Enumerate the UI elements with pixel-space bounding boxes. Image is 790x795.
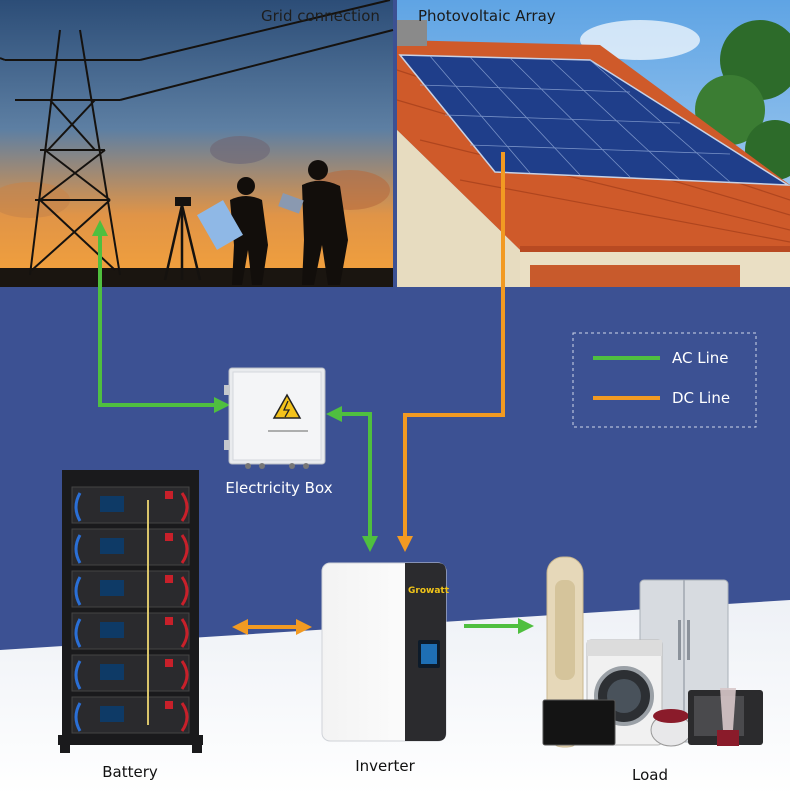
inverter-label: Inverter <box>355 757 415 775</box>
battery-screen <box>100 664 124 680</box>
battery-cable-positive <box>180 576 189 606</box>
battery-cable-negative <box>74 534 82 564</box>
battery-terminal-positive <box>165 575 173 583</box>
inverter-brand-logo: Growatt <box>408 586 450 596</box>
arrow-into-box-right <box>326 406 342 422</box>
battery-screen <box>100 496 124 512</box>
load-appliances <box>542 556 763 748</box>
battery-terminal-positive <box>165 617 173 625</box>
legend-ac-label: AC Line <box>672 349 729 367</box>
battery-cable-positive <box>180 618 189 648</box>
battery-terminal-positive <box>165 659 173 667</box>
pv-photo <box>396 0 790 287</box>
battery-cable-negative <box>74 576 82 606</box>
battery-rack <box>58 470 203 753</box>
battery-terminal-positive <box>165 533 173 541</box>
ac-line-grid-box <box>98 235 222 407</box>
battery-cable-positive <box>180 702 189 732</box>
battery-cable-positive <box>180 534 189 564</box>
battery-cable-negative <box>74 702 82 732</box>
arrow-right-load <box>518 618 534 634</box>
battery-label: Battery <box>102 763 158 781</box>
load-label: Load <box>632 766 668 784</box>
battery-cable-negative <box>74 660 82 690</box>
battery-screen <box>100 622 124 638</box>
arrow-up-grid <box>92 220 108 236</box>
arrow-into-box <box>214 397 230 413</box>
grid-photo <box>0 0 394 287</box>
battery-cable-positive <box>180 492 189 522</box>
inverter-device <box>321 562 447 742</box>
grid-connection-label: Grid connection <box>261 7 380 25</box>
battery-screen <box>100 580 124 596</box>
battery-screen <box>100 706 124 722</box>
ac-line-box-inverter <box>340 412 372 540</box>
photovoltaic-array-label: Photovoltaic Array <box>418 7 556 25</box>
battery-terminal-positive <box>165 491 173 499</box>
arrow-down-inverter-ac <box>362 536 378 552</box>
legend-dc-label: DC Line <box>672 389 731 407</box>
legend-box <box>572 332 757 428</box>
electricity-box-device <box>224 367 326 469</box>
battery-cable-negative <box>74 492 82 522</box>
battery-module <box>71 654 190 692</box>
electricity-box-label: Electricity Box <box>225 479 333 497</box>
arrow-down-inverter-dc <box>397 536 413 552</box>
dc-line-pv-inverter <box>403 152 505 540</box>
arrow-left-battery <box>232 619 248 635</box>
battery-cable-negative <box>74 618 82 648</box>
arrow-right-inverter <box>296 619 312 635</box>
battery-screen <box>100 538 124 554</box>
battery-cable-positive <box>180 660 189 690</box>
battery-terminal-positive <box>165 701 173 709</box>
